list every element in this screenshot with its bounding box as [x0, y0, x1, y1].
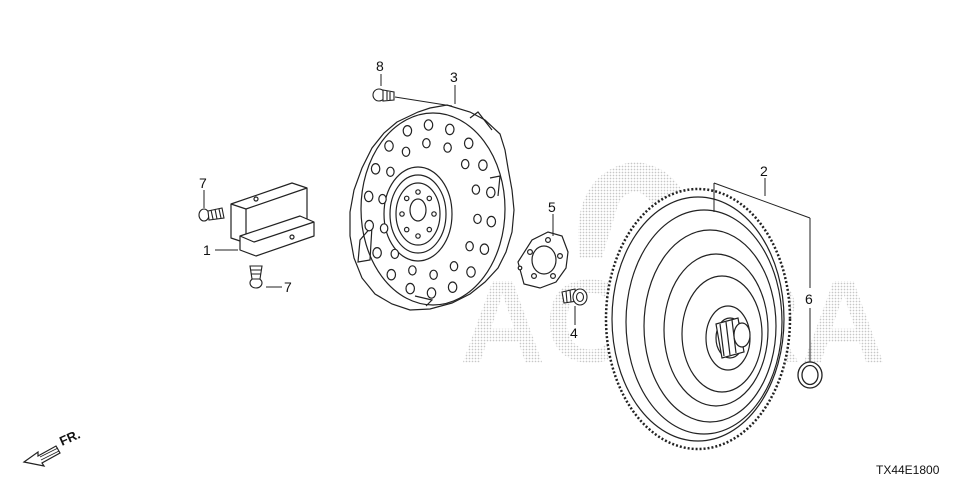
drive-plate-hole [449, 261, 459, 272]
drive-plate-bolt-hole [415, 233, 421, 239]
leader-lines [203, 74, 811, 362]
drive-plate-hole [372, 247, 382, 259]
callout-part-8: 8 [376, 58, 384, 74]
front-label: FR. [57, 427, 82, 449]
drive-plate-hole [422, 137, 431, 149]
bolt-4 [561, 288, 588, 306]
drive-plate-bolt-hole [431, 211, 437, 217]
front-direction-indicator: FR. [22, 427, 82, 467]
bolt-7-upper [198, 207, 225, 222]
drive-plate-hole [401, 146, 411, 157]
drive-plate-hole [443, 142, 452, 153]
drive-plate-hole [447, 281, 458, 293]
drive-plate-hole [429, 269, 438, 280]
plate-part [230, 182, 315, 257]
drive-plate-bolt-hole [403, 195, 410, 202]
drive-plate-hole [463, 137, 474, 150]
drive-plate-hole [479, 243, 490, 255]
drive-plate-hole [405, 282, 415, 295]
bolt-7-lower [249, 265, 263, 289]
drive-plate-bolt-hole [426, 226, 433, 233]
drive-plate-hole [379, 223, 389, 234]
callouts: 1 2 3 4 5 6 7 7 8 [199, 58, 813, 341]
drive-plate-bolt-hole [426, 195, 433, 202]
torque-converter-part [604, 187, 792, 451]
diagram-code: TX44E1800 [876, 463, 940, 477]
drive-plate-bolt-hole [403, 226, 410, 233]
drive-plate-hole [485, 186, 496, 199]
drive-plate-hole [378, 193, 387, 205]
drive-plate-hole [386, 166, 395, 177]
callout-part-4: 4 [570, 325, 578, 341]
callout-part-6: 6 [805, 291, 813, 307]
drive-plate-hole [466, 266, 476, 278]
drive-plate-hole [471, 184, 481, 195]
drive-plate-hole [386, 268, 397, 281]
callout-part-7-upper: 7 [199, 175, 207, 191]
drive-plate-hole [444, 123, 455, 136]
drive-plate-hole [478, 159, 488, 171]
bolt-8 [372, 88, 395, 102]
drive-plate-hole [402, 125, 413, 137]
drive-plate-hole [384, 140, 394, 152]
drive-plate-hole [390, 248, 400, 260]
drive-plate-hole [364, 219, 374, 232]
drive-plate-bolt-hole [415, 189, 421, 195]
callout-part-5: 5 [548, 199, 556, 215]
drive-plate-hole [426, 287, 437, 299]
drive-plate-part [349, 104, 515, 311]
callout-part-7-lower: 7 [284, 279, 292, 295]
callout-part-1: 1 [203, 242, 211, 258]
drive-plate-hole [473, 213, 482, 225]
drive-plate-hole [486, 215, 497, 228]
drive-plate-hole [460, 158, 470, 170]
back-plate-part [517, 231, 569, 289]
drive-plate-hole [363, 190, 374, 203]
drive-plate-bolt-hole [399, 211, 405, 217]
drive-plate-hole [370, 163, 381, 175]
callout-part-3: 3 [450, 69, 458, 85]
callout-part-2: 2 [760, 163, 768, 179]
drive-plate-hole [408, 265, 417, 276]
drive-plate-hole [423, 119, 434, 131]
drive-plate-hole [465, 240, 474, 252]
